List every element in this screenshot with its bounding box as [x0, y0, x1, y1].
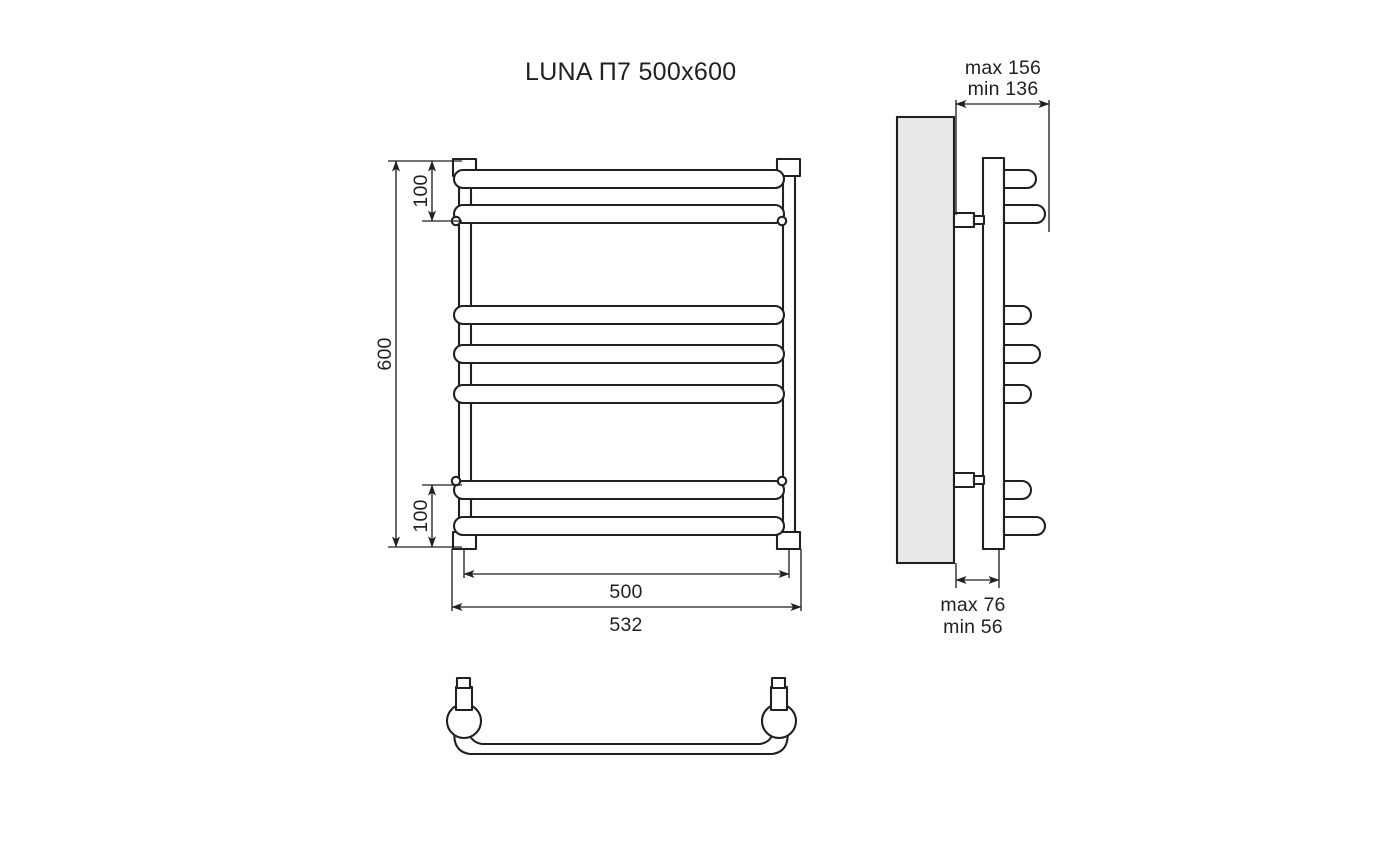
- front-port-right-bottom: [776, 475, 788, 487]
- side-bracket-upper: [952, 211, 976, 229]
- front-rail-4: [452, 343, 786, 365]
- front-view: [450, 157, 802, 551]
- side-view-dimensions: max 156 min 136 max 76 min 56: [940, 57, 1050, 638]
- dim-label-top-100: 100: [410, 174, 432, 207]
- side-wall-brackets: [952, 211, 986, 489]
- dim-label-width-532: 532: [609, 614, 642, 636]
- front-port-left-bottom: [450, 475, 462, 487]
- dim-label-depth-max: max 156: [965, 57, 1041, 79]
- dim-label-width-500: 500: [609, 581, 642, 603]
- front-rail-2: [452, 203, 786, 225]
- side-bracket-lower-stem: [972, 474, 986, 486]
- dim-label-gap-min: min 56: [943, 616, 1003, 638]
- u-tube-left-stem-tip: [455, 676, 472, 690]
- front-right-post-bottom-cap: [775, 530, 802, 551]
- front-rail-5: [452, 383, 786, 405]
- u-tube-inner-contour: [467, 714, 775, 746]
- drawing-title: LUNA П7 500x600: [525, 58, 737, 86]
- front-rails: [452, 168, 786, 537]
- u-tube-detail: [445, 676, 798, 756]
- side-view: [895, 115, 1047, 565]
- side-rail-1: [1002, 168, 1038, 190]
- front-rail-7: [452, 515, 786, 537]
- side-bracket-lower: [952, 471, 976, 489]
- u-tube-outer-contour: [453, 716, 789, 756]
- u-tube-left-stem: [454, 685, 474, 712]
- side-rail-6: [1002, 479, 1033, 501]
- side-rails: [1002, 168, 1047, 537]
- side-bracket-upper-stem: [972, 214, 986, 226]
- dim-label-gap-max: max 76: [940, 594, 1005, 616]
- side-rail-5: [1002, 383, 1033, 405]
- u-tube-right-stem: [769, 685, 789, 712]
- front-rail-6: [452, 479, 786, 501]
- side-collector-post: [981, 156, 1006, 551]
- side-rail-2: [1002, 203, 1047, 225]
- u-tube-right-joint: [760, 676, 798, 740]
- front-view-dimensions: 600 100 100 500 532: [374, 160, 802, 636]
- u-tube-left-joint: [445, 676, 483, 740]
- front-rail-3: [452, 304, 786, 326]
- front-port-right-top: [776, 215, 788, 227]
- u-tube-right-stem-tip: [770, 676, 787, 690]
- front-rail-1: [452, 168, 786, 190]
- side-rail-4: [1002, 343, 1042, 365]
- dim-label-height-600: 600: [374, 337, 396, 370]
- side-rail-3: [1002, 304, 1033, 326]
- dim-label-depth-min: min 136: [968, 78, 1039, 100]
- side-wall-panel: [895, 115, 956, 565]
- dim-label-bottom-100: 100: [410, 499, 432, 532]
- side-rail-7: [1002, 515, 1047, 537]
